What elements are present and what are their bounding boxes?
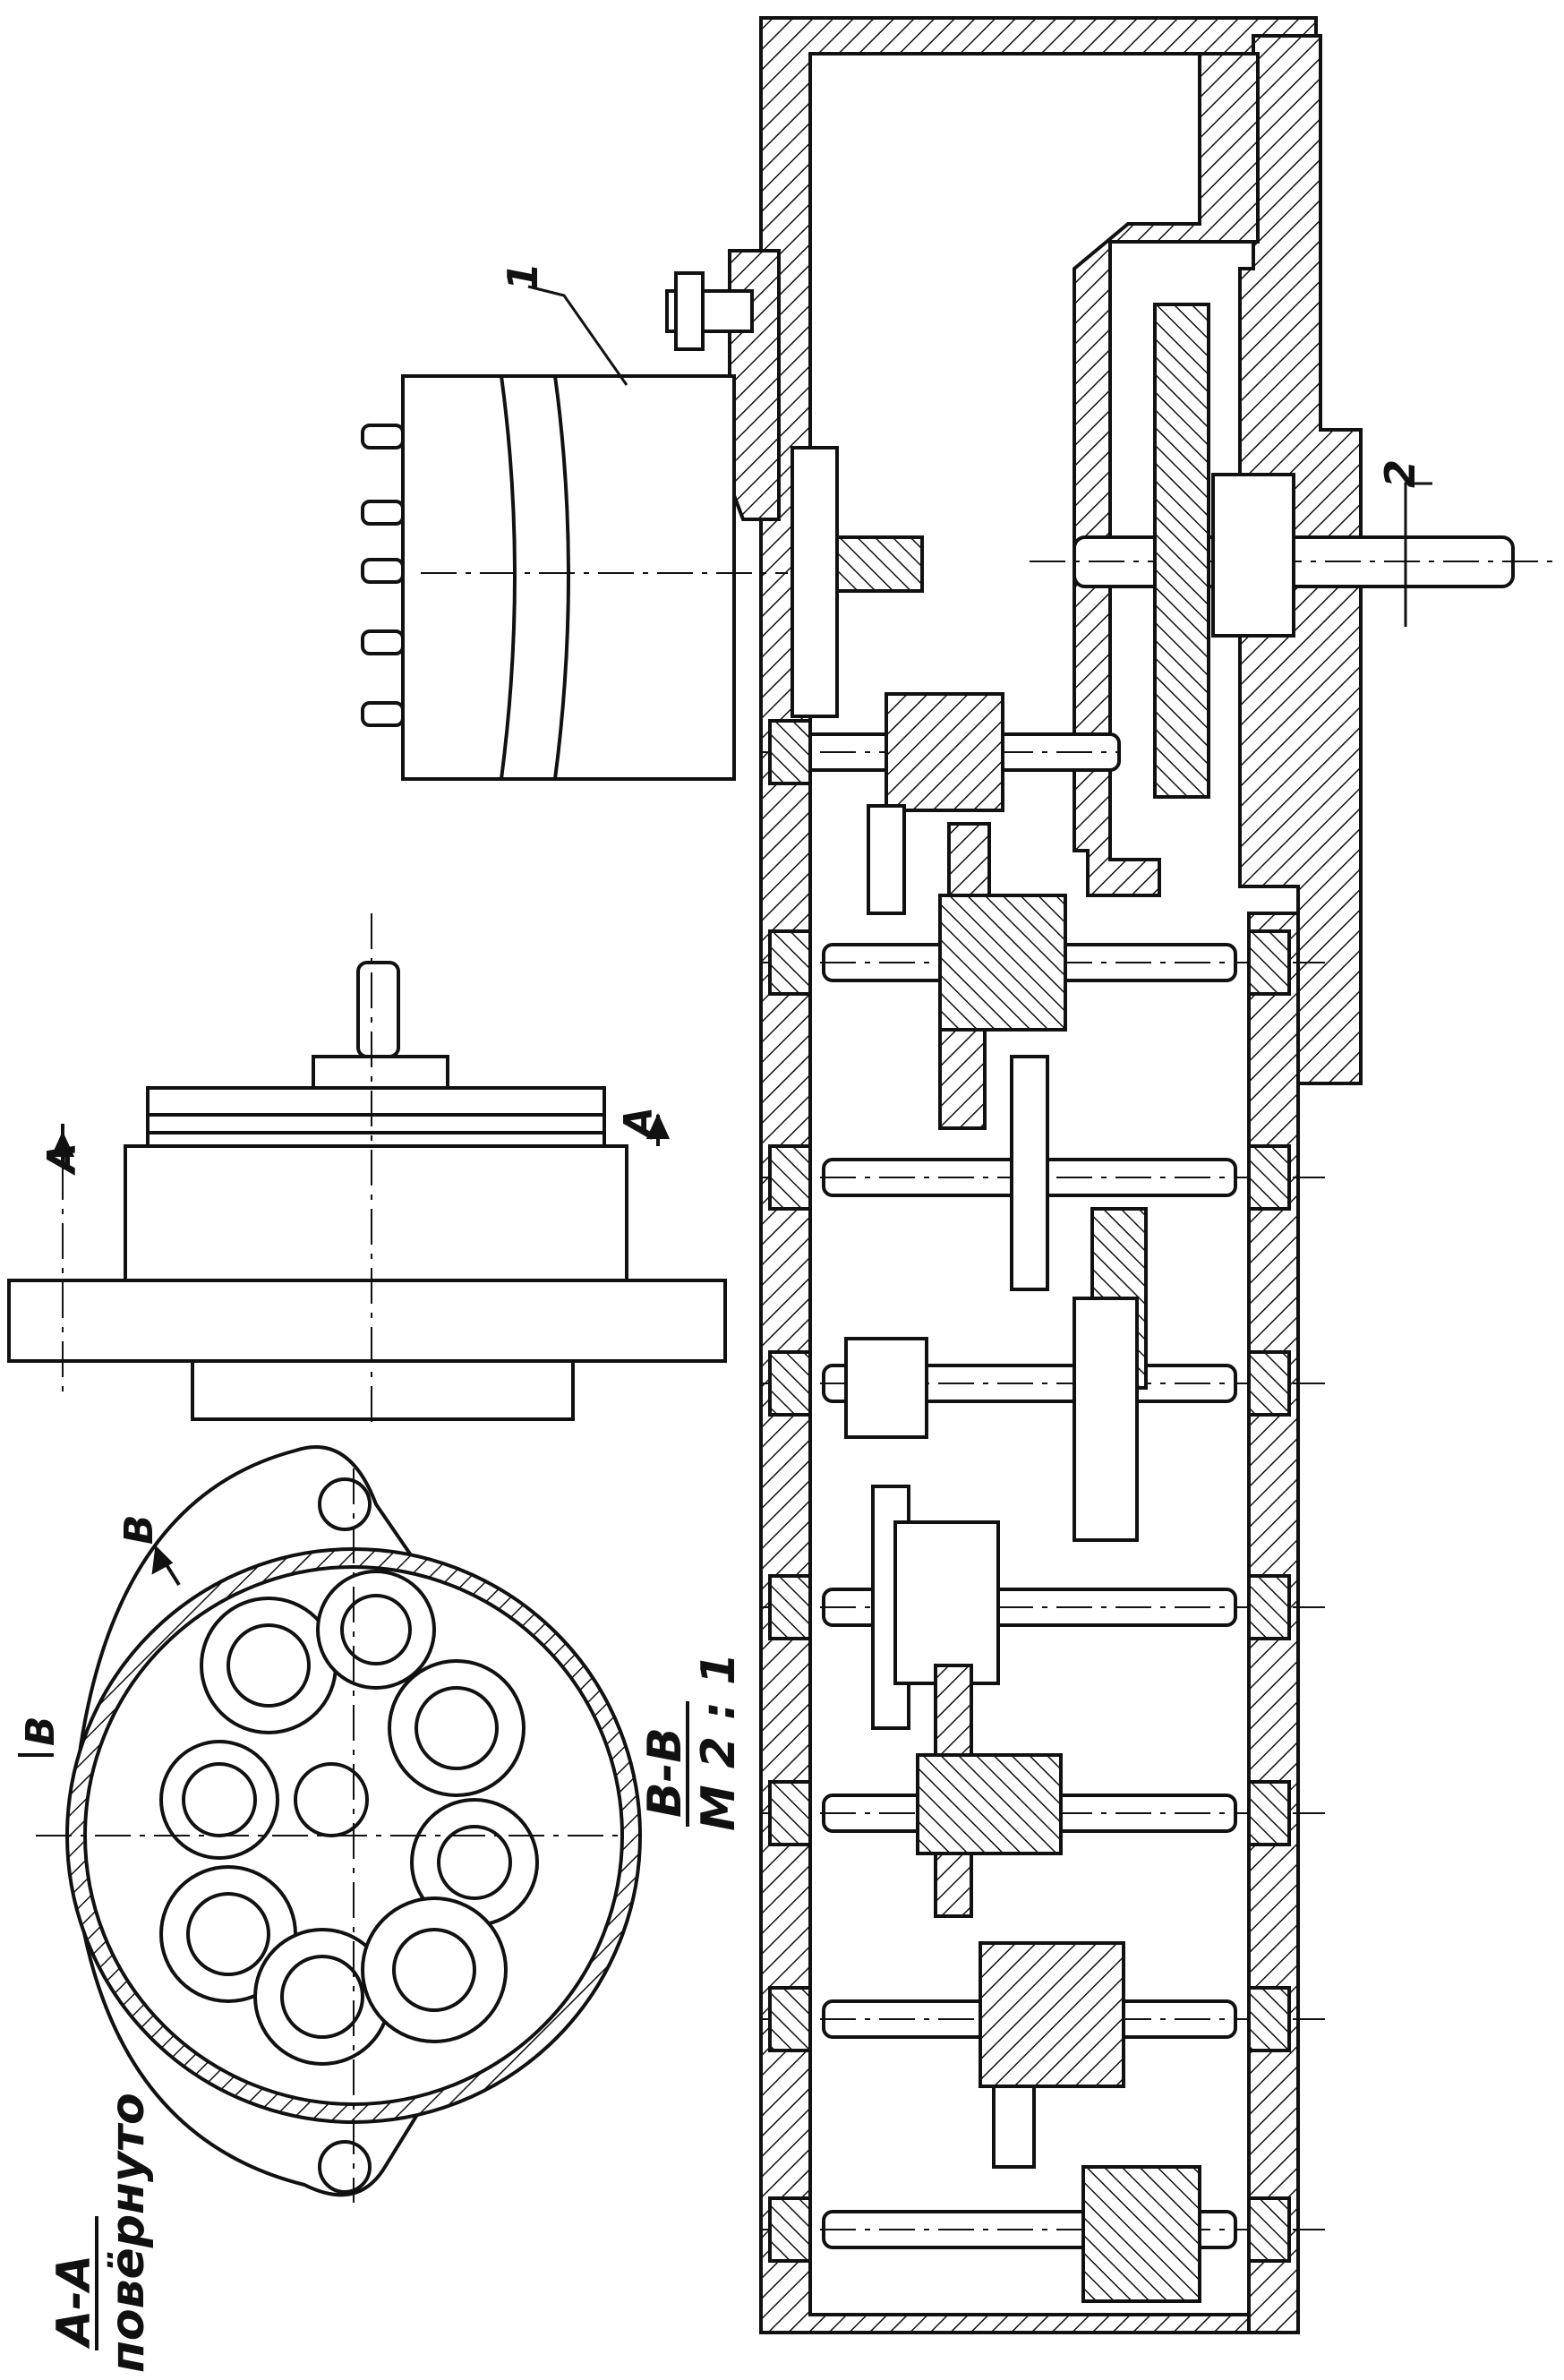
mount-hole <box>318 1477 372 1531</box>
gear-train-gears <box>844 692 1201 2303</box>
section-label-b-top: B <box>18 1716 64 1746</box>
section-arrows-a <box>50 1113 671 1164</box>
view-bb-scale: M 2 : 1 <box>692 1653 746 1831</box>
round-section-view <box>36 1445 642 2203</box>
mount-screw-head <box>674 271 705 351</box>
output-gear <box>1153 303 1210 799</box>
view-aa-title: A-A <box>47 2255 101 2350</box>
motor-body <box>361 374 788 781</box>
leader-lines <box>527 285 1432 627</box>
main-section-view <box>665 16 1558 2334</box>
bearings <box>768 719 1291 2263</box>
output-gear-hub <box>1211 473 1295 638</box>
view-aa-note: повёрнуто <box>101 2093 155 2373</box>
motor-pinion <box>831 535 924 593</box>
section-arrow-b <box>18 1545 181 1757</box>
part-label-2: 2 <box>1376 459 1424 488</box>
motor-terminals <box>361 424 405 727</box>
section-label-a-right: A <box>616 1107 662 1140</box>
side-view <box>7 913 727 1424</box>
section-label-b-marker: B <box>116 1514 162 1545</box>
motor-pinion-shaft <box>791 446 839 718</box>
view-bb-title: B-B <box>638 1727 692 1818</box>
cover-left-step <box>1073 52 1260 897</box>
part-label-1: 1 <box>499 262 547 291</box>
mount-hole <box>318 2140 372 2194</box>
section-label-a-left: A <box>39 1143 85 1176</box>
